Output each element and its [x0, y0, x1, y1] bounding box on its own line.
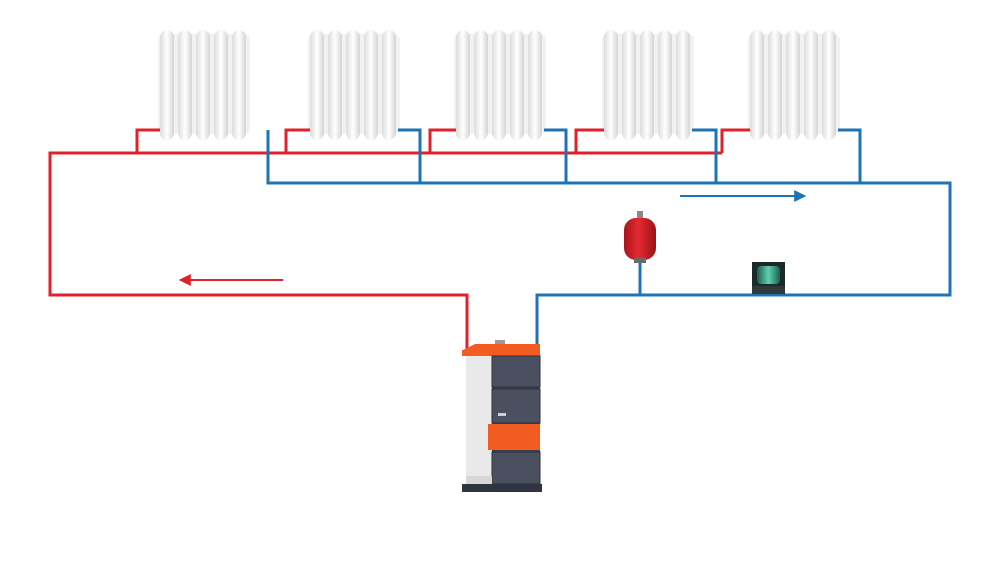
radiators: [158, 30, 840, 140]
supply-branch-1: [135, 128, 160, 153]
radiator-2: [308, 30, 400, 140]
supply-main-line: [48, 151, 722, 350]
supply-branch-2: [284, 128, 310, 153]
return-pipe: [266, 128, 952, 350]
radiator-3: [454, 30, 546, 140]
supply-branch-4: [574, 128, 604, 153]
return-branch-5: [838, 128, 862, 183]
supply-branch-5: [720, 128, 750, 153]
radiator-5: [748, 30, 840, 140]
expansion-tank: [624, 211, 656, 263]
return-branch-4: [692, 128, 718, 183]
supply-pipe: [48, 128, 750, 350]
return-branch-2: [398, 128, 422, 183]
return-branch-3: [544, 128, 568, 183]
radiator-4: [602, 30, 694, 140]
supply-branch-3: [428, 128, 456, 153]
radiator-1: [158, 30, 250, 140]
return-main-line: [266, 130, 952, 350]
solid-fuel-boiler: [462, 340, 542, 492]
circulation-pump: [752, 262, 785, 294]
